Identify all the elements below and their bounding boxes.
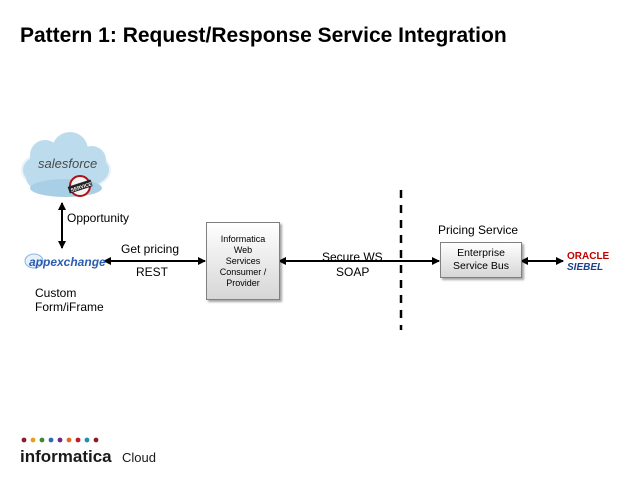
node-informatica-web-services: Informatica Web Services Consumer / Prov… [206, 222, 280, 300]
iwsc-line-4: Consumer / [219, 266, 267, 277]
logo-dots-icon [21, 437, 99, 443]
iwsc-line-1: Informatica [220, 233, 266, 244]
label-secure-ws: Secure WS [322, 250, 383, 264]
page-title: Pattern 1: Request/Response Service Inte… [20, 24, 507, 47]
siebel-wordmark: SIEBEL [567, 262, 603, 273]
informatica-wordmark: informatica [20, 447, 112, 466]
label-rest: REST [136, 265, 169, 279]
label-get-pricing: Get pricing [121, 242, 180, 256]
esb-line-1: Enterprise [457, 247, 505, 259]
label-soap: SOAP [336, 265, 370, 279]
cloud-wordmark: Cloud [122, 450, 156, 465]
node-enterprise-service-bus: Enterprise Service Bus [440, 242, 522, 278]
appexchange-wordmark: appexchange [29, 255, 106, 269]
iwsc-line-2: Web [233, 244, 253, 255]
esb-line-2: Service Bus [452, 260, 510, 272]
label-custom: Custom [35, 286, 77, 300]
salesforce-wordmark: salesforce [38, 156, 97, 171]
oracle-wordmark: ORACLE [567, 251, 610, 262]
label-pricing-service: Pricing Service [438, 223, 519, 237]
label-opportunity: Opportunity [67, 211, 130, 225]
iwsc-line-5: Provider [226, 277, 260, 288]
label-form-iframe: Form/iFrame [35, 300, 104, 314]
service-cloud-badge-icon: SERVICE [67, 175, 93, 197]
iwsc-line-3: Services [225, 255, 261, 266]
